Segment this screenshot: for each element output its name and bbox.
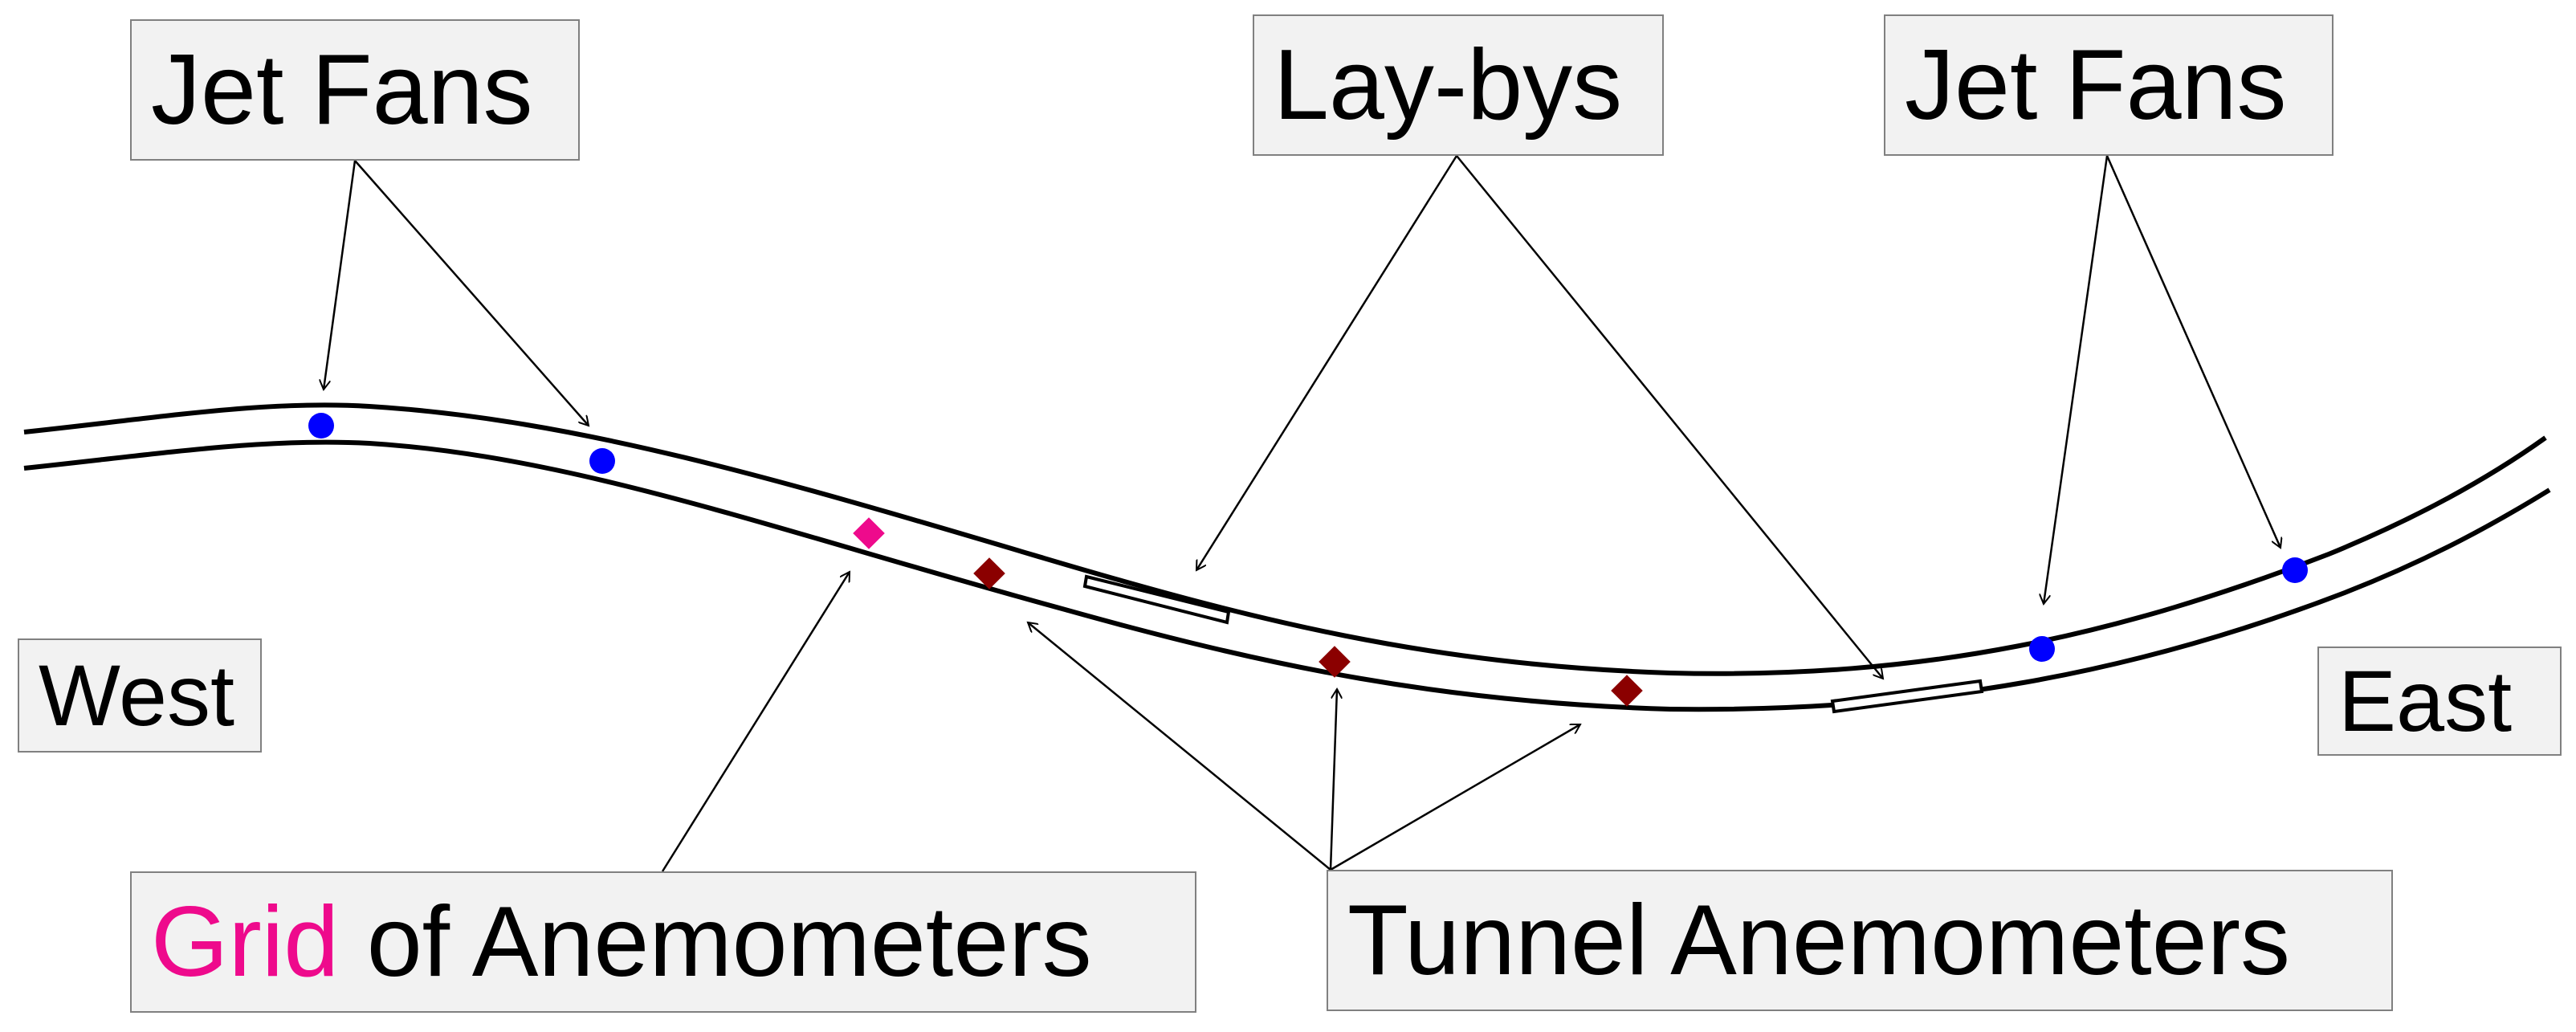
- arrow-jet-fans-east: [2105, 155, 2280, 548]
- label-text: Lay-bys: [1274, 30, 1623, 141]
- arrow-tunnel-anemometers: [1330, 723, 1580, 871]
- tunnel-anemometer-marker: [973, 557, 1005, 589]
- label-text: of Anemometers: [339, 887, 1092, 997]
- arrow-lay-bys: [1195, 155, 1458, 570]
- label-jet-fans-east: Jet Fans: [1884, 14, 2333, 156]
- label-east: East: [2317, 647, 2562, 756]
- label-text: Jet Fans: [1905, 30, 2287, 141]
- tunnel-lower-wall: [23, 439, 2551, 712]
- label-text: West: [39, 647, 235, 744]
- label-text: Jet Fans: [151, 35, 533, 145]
- label-text: East: [2338, 652, 2513, 749]
- label-grid-of-anemometers: Grid of Anemometers: [130, 871, 1196, 1013]
- label-lay-bys: Lay-bys: [1253, 14, 1664, 156]
- tunnel-anemometer-marker: [1611, 675, 1643, 707]
- label-text: Tunnel Anemometers: [1347, 885, 2291, 996]
- arrow-lay-bys: [1456, 155, 1883, 679]
- jet-fan-marker: [2282, 557, 2308, 583]
- label-jet-fans-west: Jet Fans: [130, 19, 580, 161]
- tunnel-anemometer-marker: [1319, 646, 1351, 678]
- arrow-jet-fans-west: [354, 160, 589, 426]
- label-west: West: [18, 638, 262, 753]
- grid-anemometer-marker: [853, 517, 885, 549]
- jet-fan-marker: [589, 448, 615, 474]
- arrow-tunnel-anemometers: [1329, 689, 1337, 871]
- label-tunnel-anemometers: Tunnel Anemometers: [1327, 870, 2393, 1011]
- arrow-jet-fans-west: [324, 160, 357, 390]
- arrow-tunnel-anemometers: [1028, 622, 1331, 871]
- lay-by-east: [1830, 679, 1984, 714]
- lay-by-west: [1082, 574, 1231, 625]
- grid-word: Grid: [151, 887, 340, 997]
- jet-fan-marker: [308, 413, 334, 438]
- arrow-jet-fans-east: [2044, 155, 2109, 604]
- jet-fan-marker: [2029, 636, 2055, 662]
- arrow-grid-anemometers: [661, 572, 851, 872]
